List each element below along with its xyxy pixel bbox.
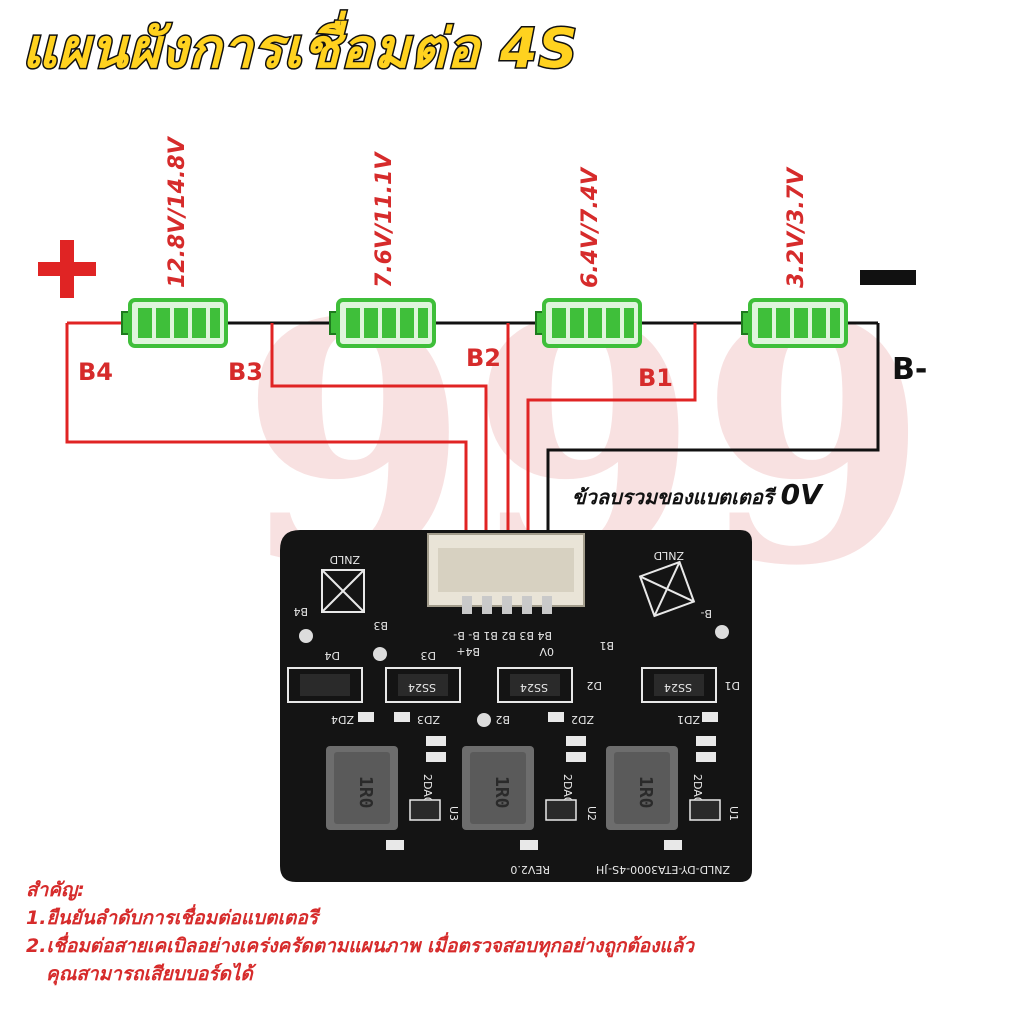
wire-b3: [270, 323, 488, 610]
pcb-d3: D3: [421, 649, 436, 662]
plus-icon: [38, 240, 96, 298]
ground-text: ข้วลบรวมของแบตเตอรี: [572, 485, 774, 509]
pcb-edge-b4: B4: [293, 605, 308, 618]
pcb-mark-0v: 0V: [539, 645, 554, 658]
pcb-edge-b3: B3: [373, 619, 388, 632]
pcb-zd3: ZD3: [417, 713, 440, 726]
pcb-revision: REV2.0: [510, 863, 550, 876]
tap-label-b1: B1: [638, 364, 673, 392]
pcb-d1: D1: [725, 679, 740, 692]
tap-label-b3: B3: [228, 358, 263, 386]
pcb-inductor-l3: 1R0: [635, 776, 656, 809]
pcb-inductors: [326, 746, 678, 830]
wire-b4: [65, 323, 468, 610]
pcb-zd1: ZD1: [677, 713, 700, 726]
minus-icon: [860, 270, 916, 285]
pcb-brand-right: ZNLD: [654, 549, 684, 562]
notes-heading: สำคัญ:: [26, 879, 85, 901]
battery-3: [329, 298, 436, 348]
pcb-logo-left: ZNLD: [321, 553, 365, 613]
pcb-inductor-l1: 1R0: [355, 776, 376, 809]
pcb-zd2: ZD2: [571, 713, 594, 726]
pcb-pin-labels: B4 B3 B2 B1 B- B-: [453, 629, 552, 642]
pcb-logo-right: ZNLD: [638, 549, 696, 618]
pcb-code-d1: SS24: [664, 681, 692, 694]
pcb-brand-left: ZNLD: [330, 553, 360, 566]
pcb-u1: U1: [727, 806, 740, 821]
battery-2: [535, 298, 642, 348]
pcb-edge-b2: B2: [495, 713, 510, 726]
pcb-u2: U2: [585, 806, 598, 821]
pcb-mark-b4plus: B4+: [456, 645, 480, 658]
pcb-edge-b1: B1: [599, 639, 614, 652]
pcb-model: ZNLD-DY-ETA3000-4S-JH: [596, 863, 730, 876]
pcb-diodes: [287, 667, 717, 703]
pcb-edge-bminus: B-: [700, 607, 712, 620]
pcb-zd4: ZD4: [331, 713, 354, 726]
ground-note: ข้วลบรวมของแบตเตอรี 0V: [572, 478, 822, 513]
tap-label-b4: B4: [78, 358, 113, 386]
battery-1: [741, 298, 848, 348]
notes-line-2: 2.เชื่อมต่อสายเคเบิลอย่างเคร่งครัดตามแผน…: [26, 935, 694, 957]
wire-b1: [526, 323, 697, 610]
pcb-d2: D2: [587, 679, 602, 692]
pcb-code-d3: SS24: [408, 681, 436, 694]
pcb-d4: D4: [325, 649, 340, 662]
b-minus-label: B-: [892, 352, 928, 387]
battery-4: [121, 298, 228, 348]
important-notes: สำคัญ: 1.ยืนยันลำดับการเชื่อมต่อแบตเตอรี…: [26, 876, 694, 988]
page-title: แผนผังการเชื่อมต่อ 4S: [20, 17, 579, 80]
pcb-inductor-l2: 1R0: [491, 776, 512, 809]
tap-label-b2: B2: [466, 344, 501, 372]
notes-line-1: 1.ยืนยันลำดับการเชื่อมต่อแบตเตอรี: [26, 907, 318, 929]
notes-line-3: คุณสามารถเสียบบอร์ดได้: [46, 963, 253, 985]
pcb-code-d2: SS24: [520, 681, 548, 694]
ground-value: 0V: [780, 478, 822, 511]
pcb-u3: U3: [447, 806, 460, 821]
